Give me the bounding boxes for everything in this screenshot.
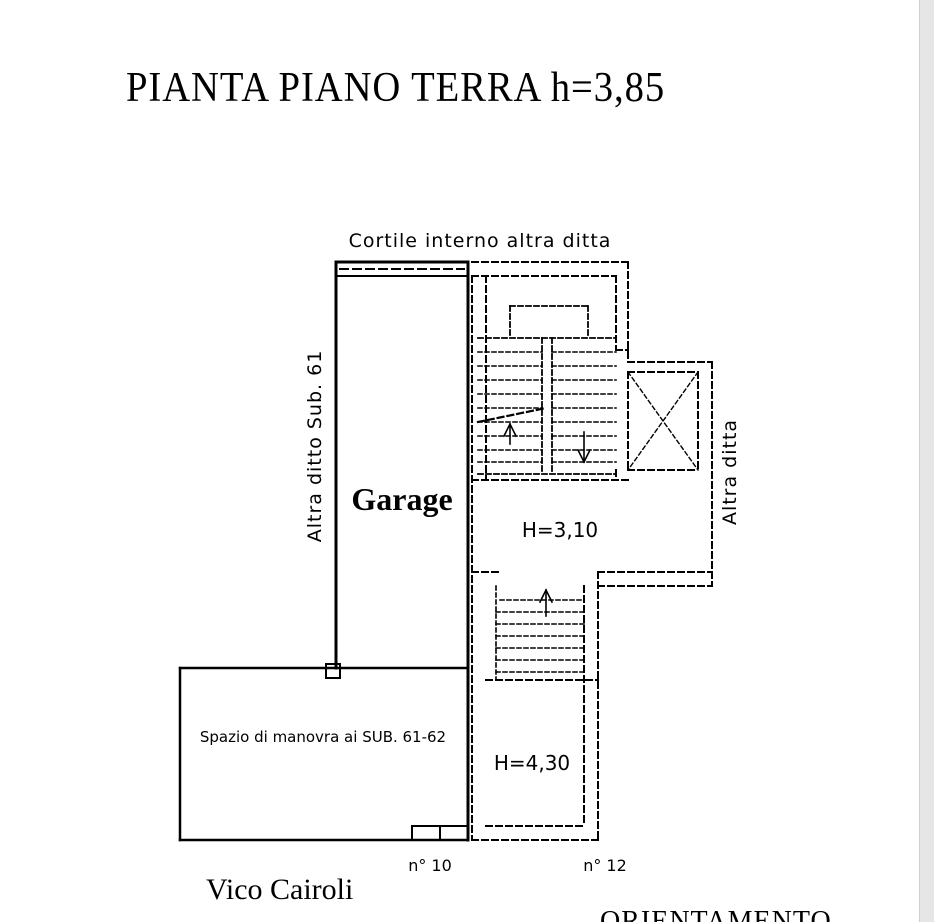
stair-arrow-up-icon <box>502 422 518 445</box>
neighbor-right-label: Altra ditta <box>719 419 741 525</box>
door-step <box>411 825 441 841</box>
maneuver-area-walls <box>178 666 470 842</box>
upper-staircase <box>477 305 617 475</box>
civic-number-10: n° 10 <box>408 856 452 875</box>
orientation-label: ORIENTAMENTO <box>600 906 832 922</box>
lower-staircase <box>495 585 585 681</box>
courtyard-wall <box>335 261 469 277</box>
stair-break-line <box>476 406 548 424</box>
upper-stair-treads <box>477 351 617 463</box>
garage-label: Garage <box>351 481 452 517</box>
lower-stair-arrow-icon <box>538 588 554 617</box>
lower-room-height: H=4,30 <box>494 751 570 775</box>
neighbor-left-label: Altra ditto Sub. 61 <box>304 350 326 543</box>
upper-room-height: H=3,10 <box>522 518 598 542</box>
pillar <box>325 663 341 679</box>
street-label: Vico Cairoli <box>206 873 353 906</box>
civic-number-12: n° 12 <box>583 856 627 875</box>
plan-title: PIANTA PIANO TERRA h=3,85 <box>126 65 666 111</box>
shaft-cross <box>627 371 699 471</box>
page-edge <box>919 0 934 922</box>
garage-walls <box>334 260 470 842</box>
stair-arrow-down-icon <box>576 431 592 464</box>
courtyard-label: Cortile interno altra ditta <box>349 230 612 252</box>
maneuver-area-label: Spazio di manovra ai SUB. 61-62 <box>200 728 446 746</box>
